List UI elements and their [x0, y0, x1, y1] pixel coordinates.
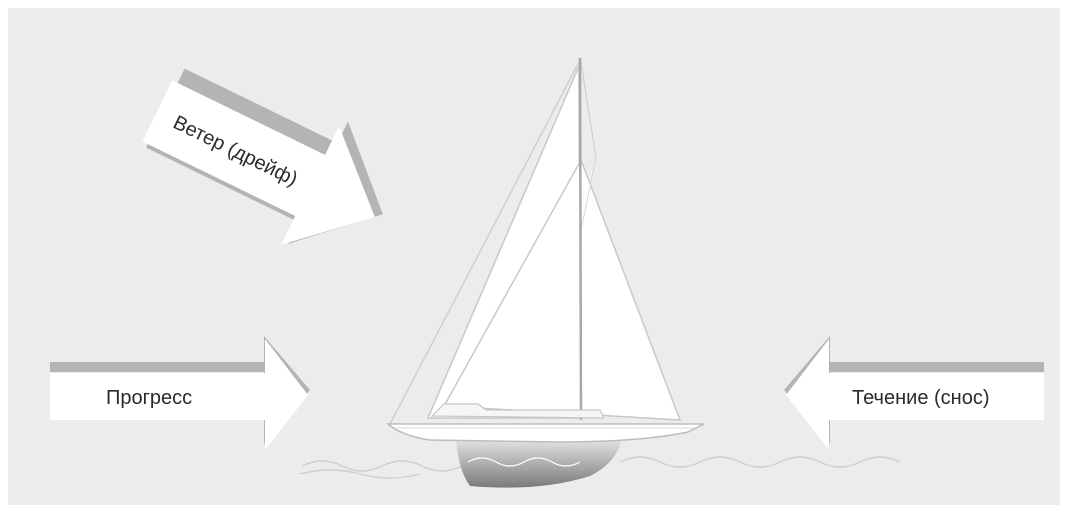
mast [580, 58, 581, 420]
progress-arrow: Прогресс [50, 336, 310, 450]
jib-sail [444, 160, 680, 420]
wind-arrow: Ветер (дрейф) [128, 44, 412, 279]
current-arrow-label: Течение (снос) [852, 387, 989, 409]
sailboat-icon [388, 58, 704, 488]
progress-arrow-label: Прогресс [106, 387, 192, 409]
keel [456, 437, 622, 488]
hull [388, 424, 704, 442]
current-arrow: Течение (снос) [784, 336, 1044, 450]
